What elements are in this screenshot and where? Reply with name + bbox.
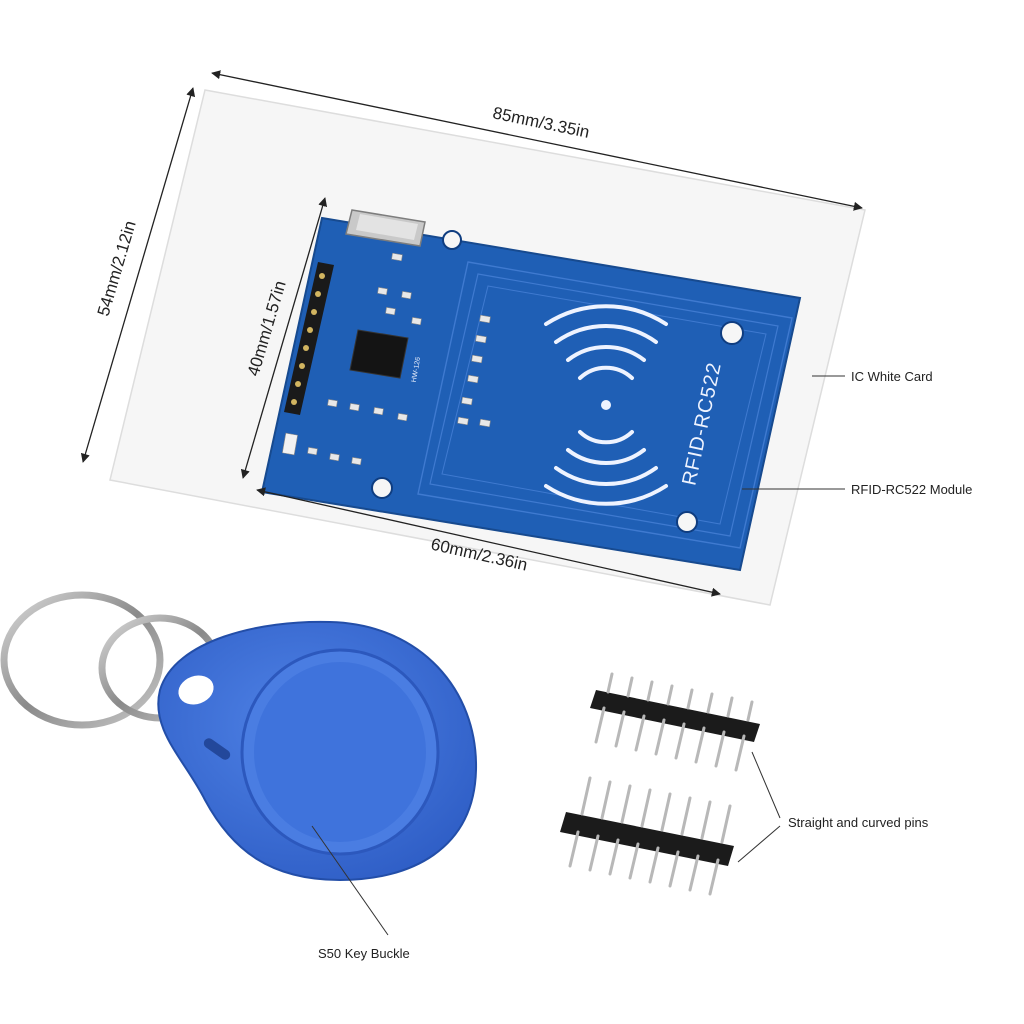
rfid-module-label: RFID-RC522 Module	[851, 482, 972, 497]
rfid-module-callout: RFID-RC522 Module	[742, 482, 972, 497]
key-fob-label: S50 Key Buckle	[318, 946, 410, 961]
card-height-label: 54mm/2.12in	[94, 219, 140, 319]
ic-card-label: IC White Card	[851, 369, 933, 384]
crystal-oscillator	[345, 209, 426, 247]
card-width-label: 85mm/3.35in	[491, 103, 591, 142]
pins-callout: Straight and curved pins	[737, 751, 929, 863]
rfid-rc522-module: HW-126 RFID-RC522	[260, 209, 802, 572]
mfrc522-chip	[349, 329, 409, 379]
pin-header-curved	[590, 672, 760, 772]
pins-label: Straight and curved pins	[788, 815, 929, 830]
ic-card-callout: IC White Card	[812, 369, 933, 384]
s50-key-fob	[157, 620, 478, 882]
board-code-text: HW-126	[411, 356, 422, 382]
key-fob-callout: S50 Key Buckle	[311, 825, 410, 961]
pin-header-straight	[560, 776, 734, 896]
